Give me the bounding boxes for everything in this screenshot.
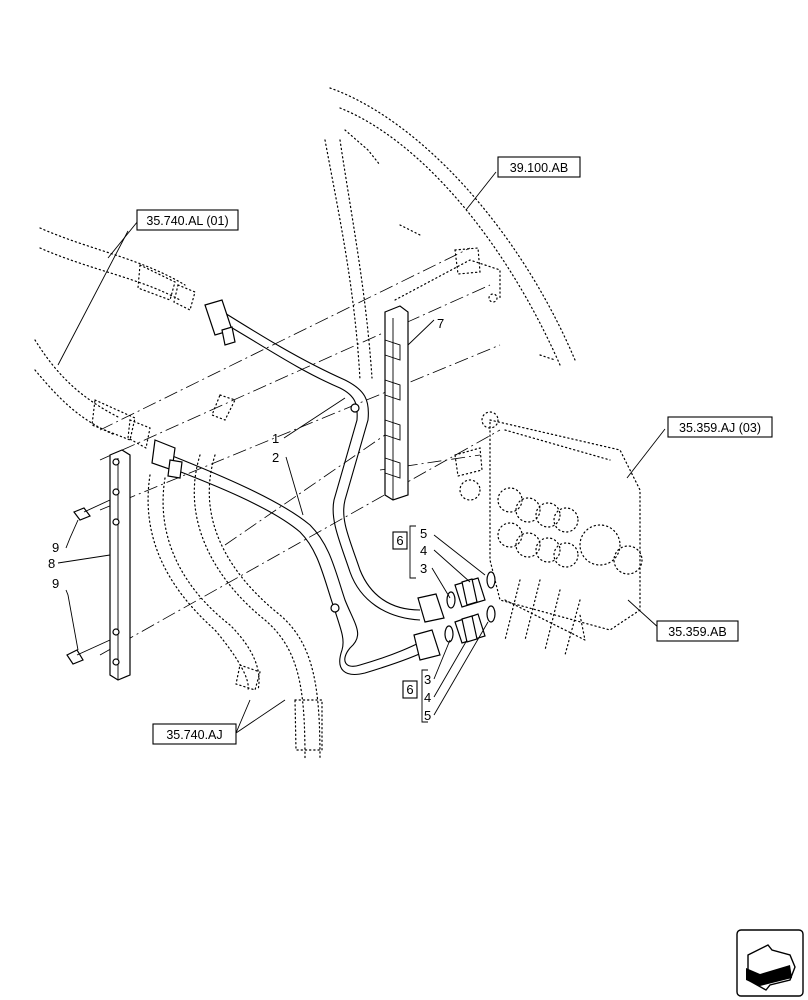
svg-text:35.740.AJ: 35.740.AJ: [166, 728, 222, 742]
tube-nut-upper: [417, 593, 445, 623]
svg-text:35.359.AB: 35.359.AB: [668, 625, 726, 639]
callout-9-upper: 9: [52, 540, 59, 555]
bolt-9-lower: [66, 639, 111, 665]
svg-text:5: 5: [424, 708, 431, 723]
next-page-arrow-icon[interactable]: [736, 929, 804, 997]
svg-text:5: 5: [420, 526, 427, 541]
svg-text:4: 4: [424, 690, 431, 705]
tube-1: [204, 299, 421, 621]
svg-text:39.100.AB: 39.100.AB: [510, 161, 568, 175]
kit-callout-upper: 6 5 4 3: [392, 525, 427, 579]
fitting-upper: [446, 571, 496, 609]
hose-35-740-al: [34, 227, 196, 449]
svg-text:9: 9: [52, 540, 59, 555]
callout-9-lower: 9: [52, 576, 59, 591]
svg-text:2: 2: [272, 450, 279, 465]
svg-text:8: 8: [48, 556, 55, 571]
callout-2: 2: [272, 450, 279, 465]
svg-text:6: 6: [396, 533, 403, 548]
svg-text:1: 1: [272, 431, 279, 446]
kit-callout-lower: 6 3 4 5: [402, 669, 431, 723]
tube-nut-lower: [413, 629, 441, 661]
ref-35-359-aj[interactable]: 35.359.AJ (03): [667, 416, 773, 438]
svg-text:35.359.AJ (03): 35.359.AJ (03): [679, 421, 761, 435]
leader-lines: [57, 171, 666, 734]
svg-text:9: 9: [52, 576, 59, 591]
callout-1: 1: [272, 431, 279, 446]
ref-35-359-ab[interactable]: 35.359.AB: [656, 620, 739, 642]
bolt-9-upper: [73, 499, 111, 521]
svg-text:7: 7: [437, 316, 444, 331]
svg-text:4: 4: [420, 543, 427, 558]
svg-text:35.740.AL (01): 35.740.AL (01): [146, 214, 228, 228]
cab-frame-outline: [324, 87, 576, 381]
ref-35-740-al[interactable]: 35.740.AL (01): [136, 209, 239, 231]
callout-8: 8: [48, 556, 55, 571]
fitting-lower: [444, 605, 496, 644]
ref-39-100-ab[interactable]: 39.100.AB: [497, 156, 581, 178]
callout-7: 7: [437, 316, 444, 331]
svg-text:6: 6: [406, 682, 413, 697]
svg-text:3: 3: [420, 561, 427, 576]
ref-35-740-aj[interactable]: 35.740.AJ: [152, 723, 237, 745]
svg-text:3: 3: [424, 672, 431, 687]
control-valve-block: [454, 411, 643, 656]
clamp-bar-8: [109, 449, 131, 681]
tube-2: [151, 439, 429, 675]
clamp-bracket-7: [384, 305, 409, 501]
